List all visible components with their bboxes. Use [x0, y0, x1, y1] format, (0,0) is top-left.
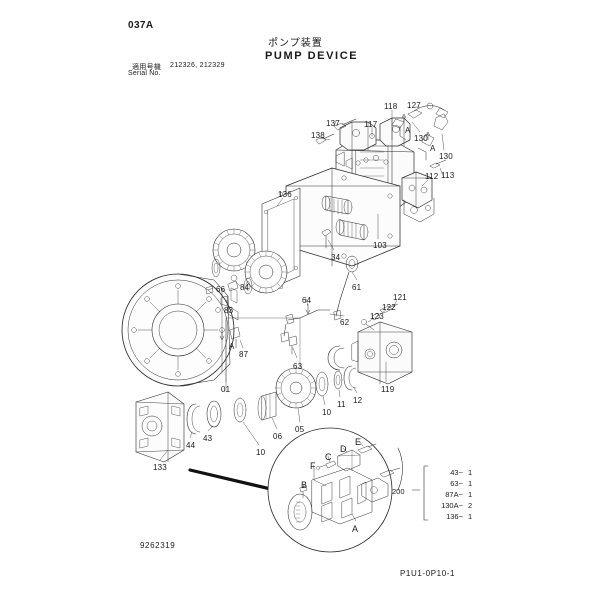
legend-quantity: 1 [468, 468, 473, 477]
detail-label-d: D [340, 444, 347, 454]
legend-part-number: 63~ [450, 479, 463, 488]
callout-122: 122 [382, 303, 396, 312]
callout-133: 133 [153, 463, 167, 472]
callout-10: 10 [322, 408, 332, 417]
legend-quantity: 2 [468, 501, 473, 510]
callout-121: 121 [393, 293, 407, 302]
detail-label-a: A [352, 524, 359, 534]
callout-103: 103 [373, 241, 387, 250]
callout-127: 127 [407, 101, 421, 110]
serial-values: 212326, 212329 [170, 62, 225, 69]
callout-62: 62 [340, 318, 350, 327]
callout-112: 112 [425, 172, 439, 181]
detail-label-c: C [325, 452, 332, 462]
callout-a: A [229, 342, 235, 351]
sheet-number: P1U1-0P10-1 [400, 569, 456, 578]
callout-117: 117 [364, 120, 378, 129]
detail-label-b: B [301, 480, 308, 490]
legend-part-number: 136~ [446, 512, 463, 521]
callout-01: 01 [221, 385, 231, 394]
callout-87: 87 [239, 350, 249, 359]
legend-quantity: 1 [468, 512, 473, 521]
callout-10: 10 [256, 448, 266, 457]
legend-group-number: 200 [392, 487, 405, 496]
callout-63: 63 [293, 362, 303, 371]
legend-part-number: 87A~ [445, 490, 463, 499]
document-number: 9262319 [140, 541, 176, 550]
callout-43: 43 [203, 434, 213, 443]
callout-118: 118 [384, 102, 398, 111]
legend-part-number: 130A~ [441, 501, 463, 510]
callout-a: A [430, 144, 436, 153]
callout-05: 05 [295, 425, 305, 434]
callout-138: 138 [311, 131, 325, 140]
callout-11: 11 [337, 400, 346, 409]
callout-130: 130 [414, 134, 428, 143]
callout-44: 44 [186, 441, 196, 450]
callout-119: 119 [381, 385, 395, 394]
callout-a: A [405, 126, 411, 135]
callout-34: 34 [331, 253, 341, 262]
callout-136: 136 [278, 190, 292, 199]
serial-label: Serial No. [128, 70, 161, 77]
legend-quantity: 1 [468, 479, 473, 488]
callout-130: 130 [439, 152, 453, 161]
callout-66: 66 [216, 285, 226, 294]
legend-part-number: 43~ [450, 468, 463, 477]
callout-83: 83 [224, 306, 234, 315]
serial-label-japanese: 適用号機 [132, 64, 162, 71]
callout-84: 84 [240, 283, 250, 292]
detail-label-e: E [355, 437, 362, 447]
callout-113: 113 [441, 171, 455, 180]
callout-12: 12 [353, 396, 363, 405]
callout-64: 64 [302, 296, 312, 305]
callout-123: 123 [370, 312, 384, 321]
callout-137: 137 [326, 119, 340, 128]
page-title: PUMP DEVICE [265, 50, 359, 62]
page-title-japanese: ポンプ装置 [268, 38, 323, 49]
detail-label-f: F [310, 461, 316, 471]
callout-61: 61 [352, 283, 362, 292]
page-code: 037A [128, 20, 154, 31]
callout-06: 06 [273, 432, 283, 441]
legend-quantity: 1 [468, 490, 473, 499]
